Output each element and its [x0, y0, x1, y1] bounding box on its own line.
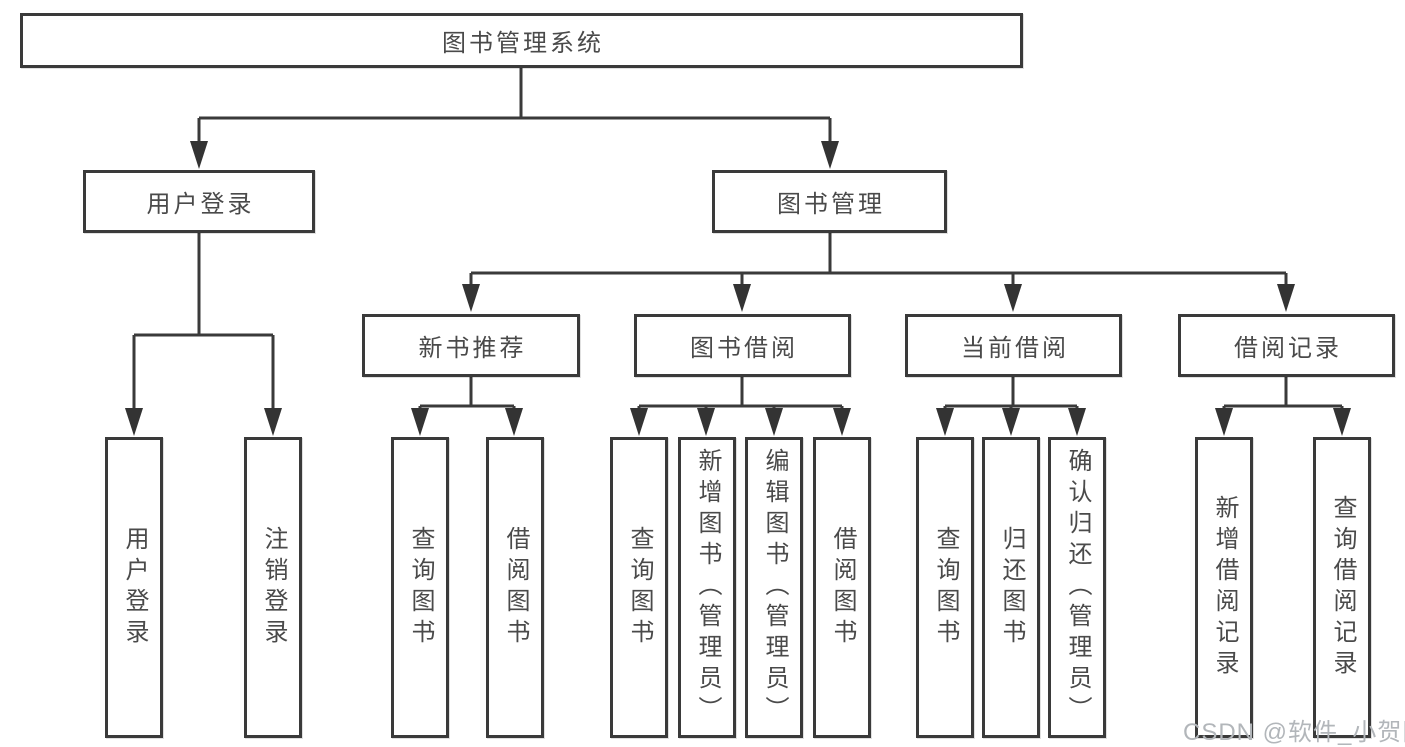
leaf-borrow-books-recommend: 借阅图书: [486, 437, 544, 738]
node-label: 新书推荐: [418, 335, 527, 362]
watermark-text: CSDN @软件_小贺同学: [1183, 719, 1405, 746]
leaf-label: 归还图书: [998, 525, 1025, 650]
node-label: 图书借阅: [690, 335, 798, 362]
leaf-query-borrow-record: 查询借阅记录: [1313, 437, 1371, 738]
leaf-borrow-books-borrow: 借阅图书: [813, 437, 871, 738]
leaf-query-books-recommend: 查询图书: [391, 437, 449, 738]
node-new-book-recommendation: 新书推荐: [362, 314, 580, 377]
leaf-label: 用户登录: [121, 525, 148, 650]
leaf-label: 借阅图书: [502, 525, 529, 650]
node-label: 图书管理系统: [442, 30, 604, 57]
node-label: 当前借阅: [961, 335, 1069, 362]
node-book-borrowing: 图书借阅: [634, 314, 851, 377]
leaf-query-books-borrow: 查询图书: [610, 437, 668, 738]
leaf-label: 查询图书: [932, 525, 959, 650]
leaf-add-books-admin: 新增图书（管理员）: [678, 437, 736, 738]
node-current-borrowing: 当前借阅: [905, 314, 1122, 377]
leaf-edit-books-admin: 编辑图书（管理员）: [745, 437, 803, 738]
node-library-management-system: 图书管理系统: [20, 13, 1023, 68]
leaf-confirm-return-admin: 确认归还（管理员）: [1048, 437, 1106, 738]
node-borrowing-records: 借阅记录: [1178, 314, 1395, 377]
leaf-label: 新增借阅记录: [1211, 494, 1238, 681]
leaf-label: 新增图书（管理员）: [694, 448, 721, 727]
leaf-label: 确认归还（管理员）: [1064, 448, 1091, 727]
node-label: 借阅记录: [1234, 335, 1342, 362]
node-book-management: 图书管理: [712, 170, 947, 233]
leaf-user-login: 用户登录: [105, 437, 163, 738]
leaf-add-borrow-record: 新增借阅记录: [1195, 437, 1253, 738]
leaf-label: 查询借阅记录: [1329, 494, 1356, 681]
leaf-return-books: 归还图书: [982, 437, 1040, 738]
leaf-label: 注销登录: [260, 525, 287, 650]
leaf-label: 借阅图书: [829, 525, 856, 650]
leaf-logout: 注销登录: [244, 437, 302, 738]
leaf-label: 编辑图书（管理员）: [761, 448, 788, 727]
node-label: 图书管理: [777, 191, 885, 218]
node-label: 用户登录: [146, 191, 255, 218]
node-user-login: 用户登录: [83, 170, 315, 233]
leaf-label: 查询图书: [626, 525, 653, 650]
leaf-query-books-current: 查询图书: [916, 437, 974, 738]
leaf-label: 查询图书: [407, 525, 434, 650]
